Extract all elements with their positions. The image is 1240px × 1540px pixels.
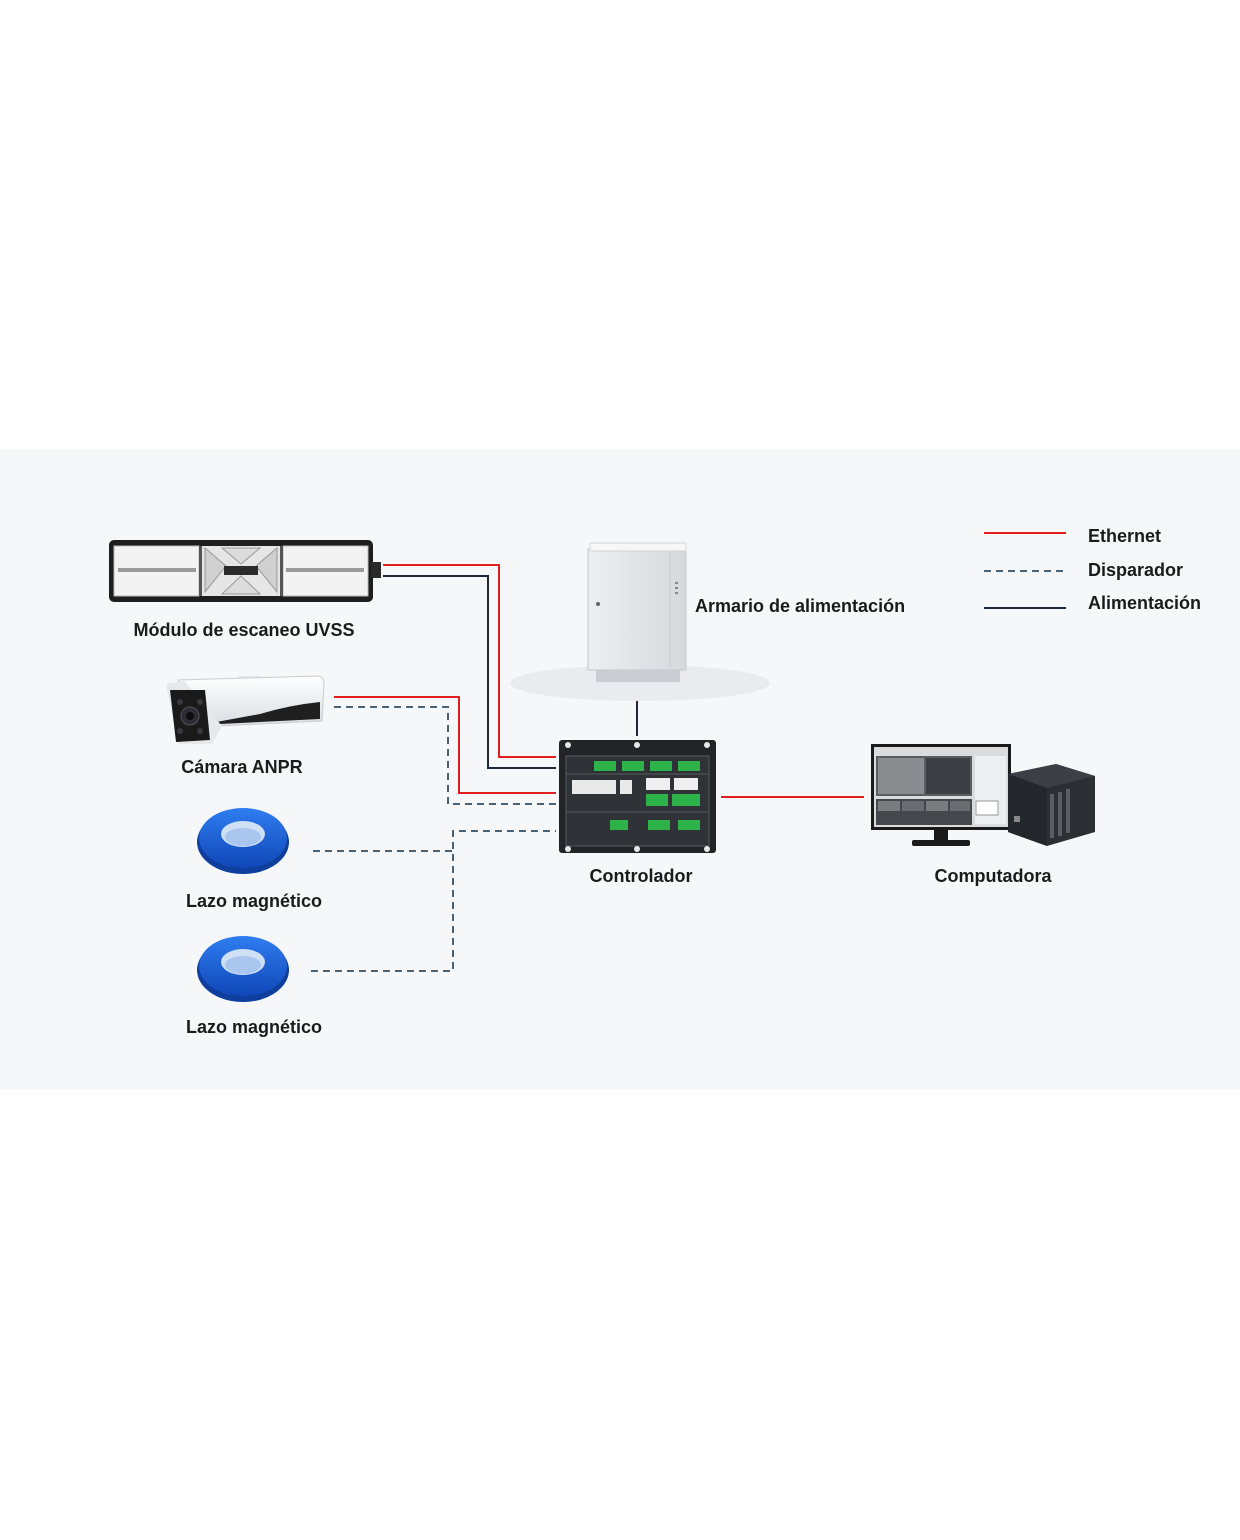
anpr-camera-icon bbox=[166, 675, 325, 744]
uvss-scanner-icon bbox=[109, 540, 381, 602]
loop2-label: Lazo magnético bbox=[185, 1017, 323, 1037]
legend bbox=[984, 532, 1066, 609]
uvss-label: Módulo de escaneo UVSS bbox=[133, 620, 355, 640]
power-cabinet-icon bbox=[510, 542, 770, 701]
controller-label: Controlador bbox=[589, 866, 693, 886]
legend-power-label: Alimentación bbox=[1088, 593, 1202, 613]
computer-label: Computadora bbox=[934, 866, 1052, 886]
controller-board-icon bbox=[559, 740, 716, 853]
magnetic-loop-icon-2 bbox=[197, 936, 289, 1002]
loop1-label: Lazo magnético bbox=[185, 891, 323, 911]
cabinet-label: Armario de alimentación bbox=[695, 596, 906, 616]
legend-ethernet-label: Ethernet bbox=[1088, 526, 1162, 546]
camera-trigger-line bbox=[334, 706, 556, 805]
magnetic-loop-icon-1 bbox=[197, 808, 289, 874]
legend-trigger-label: Disparador bbox=[1088, 560, 1184, 580]
uvss-power-line bbox=[383, 575, 556, 769]
camera-ethernet-line bbox=[334, 696, 556, 794]
connection-lines bbox=[311, 564, 864, 972]
computer-workstation-icon bbox=[871, 744, 1095, 846]
camera-label: Cámara ANPR bbox=[181, 757, 303, 777]
uvss-ethernet-line bbox=[383, 564, 556, 758]
